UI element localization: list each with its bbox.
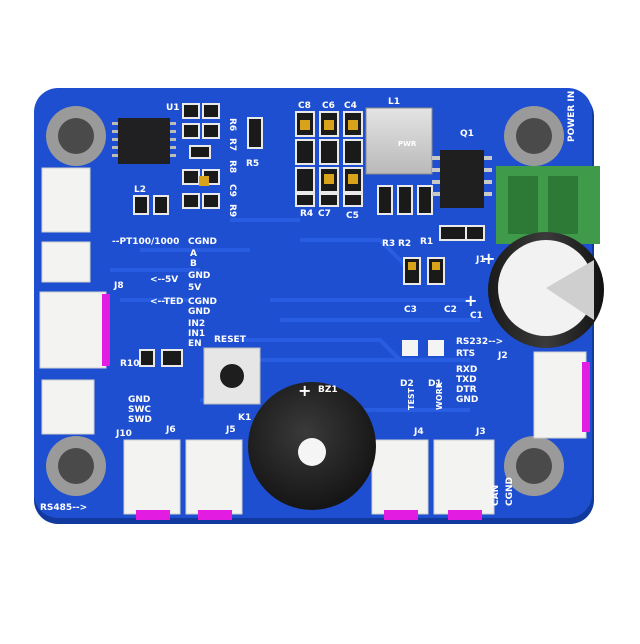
label-c1: C1 <box>470 311 483 321</box>
label-q1: Q1 <box>460 129 474 139</box>
connector-j4[interactable] <box>371 439 429 520</box>
svg-text:PWR: PWR <box>398 140 417 148</box>
connector-j8[interactable] <box>39 291 110 369</box>
label-d1: D1 <box>428 379 442 389</box>
label-j8: J8 <box>113 281 124 291</box>
connector-j10[interactable] <box>41 379 95 435</box>
label-in2: IN2 <box>188 319 205 329</box>
label-r5: R5 <box>246 159 259 169</box>
label-rs485: RS485--> <box>40 503 87 513</box>
label-arrow-5v: <--5V <box>150 275 178 285</box>
label-a: A <box>190 249 197 259</box>
label-can: CAN <box>491 485 501 506</box>
label-gnd-2: GND <box>188 307 210 317</box>
label-j3: J3 <box>475 427 486 437</box>
power-terminal[interactable] <box>496 166 600 244</box>
label-r1: R1 <box>420 237 433 247</box>
label-c4: C4 <box>344 101 357 111</box>
label-arrow-ted: <--TED <box>150 297 183 307</box>
label-in1: IN1 <box>188 329 205 339</box>
label-5v: 5V <box>188 283 201 293</box>
label-rts: RTS <box>456 349 475 359</box>
traces <box>110 218 480 412</box>
label-k1: K1 <box>238 413 251 423</box>
label-j2: J2 <box>497 351 508 361</box>
label-b: B <box>190 259 197 269</box>
label-power-in: POWER IN <box>567 91 577 142</box>
label-swc: SWC <box>128 405 151 415</box>
plus-markers: + + + <box>298 249 495 400</box>
label-r7: R7 <box>227 138 237 151</box>
label-c6: C6 <box>322 101 335 111</box>
led-d2 <box>402 340 418 356</box>
connector-j6[interactable] <box>123 439 181 520</box>
label-d2: D2 <box>400 379 414 389</box>
label-r4: R4 <box>300 209 313 219</box>
label-r2: R2 <box>398 239 411 249</box>
mosfet-q1 <box>432 150 492 208</box>
svg-text:+: + <box>464 291 477 310</box>
mount-hole-tr <box>504 106 564 166</box>
label-test: TEST <box>407 387 416 410</box>
label-j4: J4 <box>413 427 424 437</box>
label-j6: J6 <box>165 425 176 435</box>
label-reset: RESET <box>214 335 247 345</box>
label-c2: C2 <box>444 305 457 315</box>
silkscreen-labels: POWER IN --PT100/1000 CGND A B GND 5V <-… <box>40 91 577 513</box>
connector-j3[interactable] <box>433 439 495 520</box>
mount-hole-bl <box>46 436 106 496</box>
label-cgnd-top: CGND <box>188 237 217 247</box>
mount-hole-tl <box>46 106 106 166</box>
ic-u1 <box>112 118 176 164</box>
connector-j-left-2[interactable] <box>41 241 91 283</box>
label-r8: R8 <box>227 160 237 173</box>
label-rxd: RXD <box>456 365 477 375</box>
label-swd: SWD <box>128 415 152 425</box>
label-r9: R9 <box>227 204 237 217</box>
label-j10: J10 <box>115 429 132 439</box>
label-l2: L2 <box>134 185 146 195</box>
label-r10: R10 <box>120 359 139 369</box>
label-pt100: --PT100/1000 <box>112 237 179 247</box>
led-d1 <box>428 340 444 356</box>
label-u1: U1 <box>166 103 180 113</box>
label-work: WORK <box>435 381 444 410</box>
connector-j2[interactable] <box>533 351 590 439</box>
label-gnd-4: GND <box>128 395 150 405</box>
buzzer-bz1 <box>248 382 376 510</box>
label-c9: C9 <box>227 184 237 197</box>
label-gnd-1: GND <box>188 271 210 281</box>
label-j5: J5 <box>225 425 236 435</box>
svg-text:+: + <box>482 249 495 268</box>
connector-j-left-1[interactable] <box>41 167 91 233</box>
label-r6: R6 <box>227 118 237 131</box>
label-en: EN <box>188 339 202 349</box>
label-j1: J1 <box>475 255 486 265</box>
label-cgnd-bottom: CGND <box>505 477 515 506</box>
svg-text:+: + <box>298 381 311 400</box>
inductor-l1: PWR <box>365 107 433 175</box>
label-c3: C3 <box>404 305 417 315</box>
connector-j5[interactable] <box>185 439 243 520</box>
label-dtr: DTR <box>456 385 477 395</box>
label-l1: L1 <box>388 97 400 107</box>
label-gnd-3: GND <box>456 395 478 405</box>
smd-parts <box>133 103 485 367</box>
label-c8: C8 <box>298 101 311 111</box>
label-txd: TXD <box>456 375 477 385</box>
label-bz1: BZ1 <box>318 385 338 395</box>
label-cgnd-mid: CGND <box>188 297 217 307</box>
label-c5: C5 <box>346 211 359 221</box>
silkscreen-refdes: U1 R6 R7 R8 R5 C9 R9 C8 C6 C4 L1 Q1 R4 C… <box>113 97 508 439</box>
reset-button[interactable] <box>203 347 261 405</box>
capacitor-c1 <box>488 232 604 348</box>
label-rs232: RS232--> <box>456 337 503 347</box>
label-r3: R3 <box>382 239 395 249</box>
label-c7: C7 <box>318 209 331 219</box>
mount-hole-br <box>504 436 564 496</box>
